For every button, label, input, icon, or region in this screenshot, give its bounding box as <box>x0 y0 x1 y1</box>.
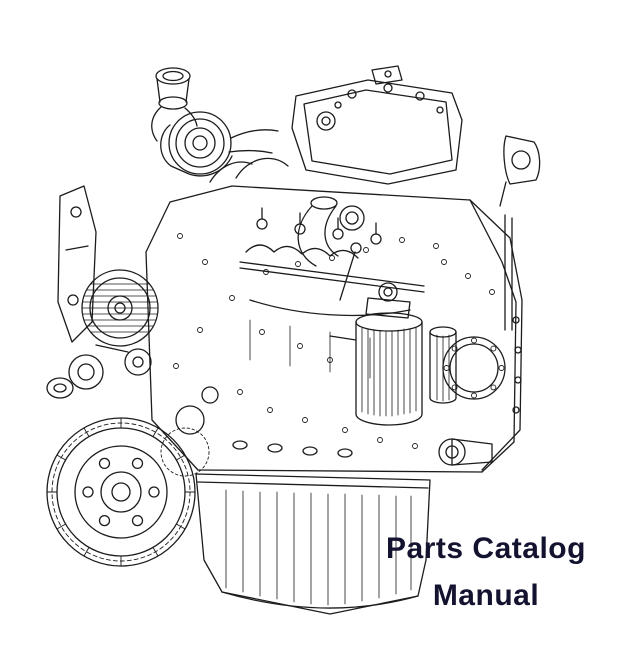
engine-block <box>145 157 523 473</box>
crank-damper <box>46 386 219 567</box>
oil-pan <box>195 473 431 615</box>
fan-pulley <box>46 269 159 399</box>
caption-line1: Parts Catalog <box>386 532 586 565</box>
valve-cover <box>291 65 463 185</box>
turbocharger <box>151 67 279 177</box>
side-flange <box>438 214 513 466</box>
front-bracket <box>57 185 97 343</box>
caption: Parts Catalog Manual <box>370 526 602 619</box>
caption-line2: Manual <box>432 578 540 612</box>
lifting-eye <box>499 135 541 207</box>
oil-filter <box>329 282 457 426</box>
